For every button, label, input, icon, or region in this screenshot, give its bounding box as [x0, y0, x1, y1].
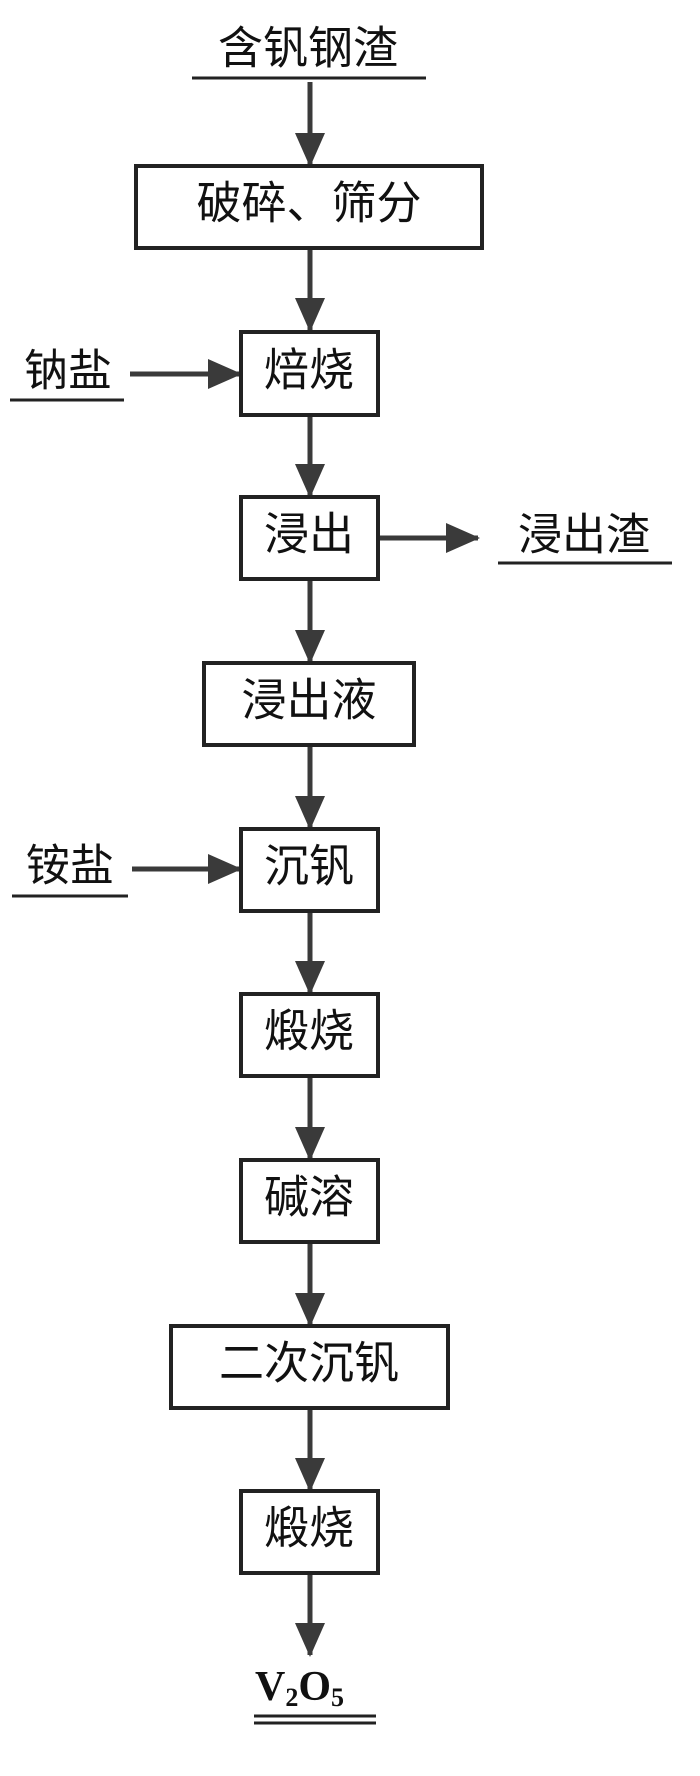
step-label-leachate: 浸出液 — [241, 674, 376, 727]
product-v: V — [255, 1664, 285, 1710]
step-box-second-calcination — [239, 1489, 380, 1575]
ammonium-salt-label: 铵盐 — [26, 841, 114, 892]
step-box-leaching — [239, 495, 380, 581]
product-formula: V2O5 — [255, 1664, 344, 1712]
step-label-alkali-dissolution: 碱溶 — [264, 1171, 354, 1224]
step-box-alkali-dissolution — [239, 1158, 380, 1244]
step-label-second-calcination: 煅烧 — [264, 1502, 354, 1555]
step-label-vanadium-precipitation: 沉钒 — [264, 840, 354, 893]
step-label-crushing-screening: 破碎、筛分 — [196, 177, 421, 230]
step-label-calcination: 煅烧 — [264, 1005, 354, 1058]
step-label-leaching: 浸出 — [264, 508, 354, 561]
step-box-crushing-screening — [134, 164, 484, 250]
step-box-roasting — [239, 330, 380, 417]
product-v-subscript: 2 — [285, 1683, 298, 1712]
step-label-second-precipitation: 二次沉钒 — [219, 1337, 399, 1390]
product-o-subscript: 5 — [331, 1683, 344, 1712]
step-label-roasting: 焙烧 — [264, 344, 354, 397]
step-box-leachate — [202, 661, 416, 747]
leaching-residue-label: 浸出渣 — [518, 510, 650, 561]
sodium-salt-label: 钠盐 — [24, 346, 112, 397]
step-box-second-precipitation — [169, 1324, 450, 1410]
product-o: O — [298, 1664, 331, 1710]
input-material-label: 含钒钢渣 — [218, 22, 398, 75]
step-box-vanadium-precipitation — [239, 827, 380, 913]
step-box-calcination — [239, 992, 380, 1078]
